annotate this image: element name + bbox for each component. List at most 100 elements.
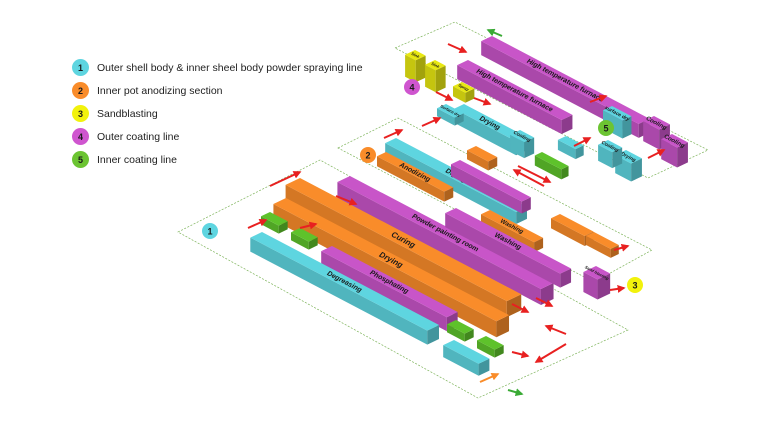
green-box-3-front-face — [447, 324, 465, 342]
anodizing-bar-front-face — [385, 143, 517, 224]
anodizing-orange-bar-front-face — [377, 156, 445, 202]
drying-4-bar-end-face — [631, 158, 642, 182]
flow-arrow-11 — [512, 169, 545, 187]
flow-arrow-4 — [335, 195, 358, 206]
sink-box-b-top-face — [425, 60, 446, 71]
legend-item-3: 3 Sandblasting — [72, 102, 372, 125]
green-box-1-end-face — [278, 221, 288, 234]
cooling-1-bar-end-face — [524, 137, 535, 159]
powder-room-bar-front-face — [337, 182, 541, 305]
washing-z2-bar-top-face — [481, 210, 544, 243]
sink-box-a: Sink — [405, 50, 426, 83]
flow-arrow-22 — [479, 372, 500, 383]
green-box-2 — [291, 228, 318, 250]
green-box-4-top-face — [477, 336, 504, 350]
drying-1-bar-top-face — [273, 198, 510, 322]
sink-box-b-end-face — [435, 65, 446, 93]
flow-arrow-19 — [511, 303, 530, 313]
purple-mid-z2 — [451, 160, 531, 214]
curing-bar-front-face — [285, 184, 507, 318]
cooling-3-bar-front-face — [661, 139, 678, 168]
sink-box-b: Sink — [425, 60, 446, 93]
sealing-bar-front-face — [551, 218, 585, 246]
flow-arrow-12 — [589, 94, 608, 103]
legend: 1 Outer shell body & inner sheel body po… — [72, 56, 372, 171]
phosphating-bar-top-face — [321, 246, 458, 318]
green-box-1-top-face — [261, 212, 288, 226]
green-box-2-end-face — [308, 237, 318, 250]
legend-label-3: Sandblasting — [97, 107, 158, 120]
orange-end-z2 — [585, 232, 619, 258]
sink-box-a-front-face — [405, 54, 416, 83]
green-stack-z4 — [534, 152, 569, 180]
flow-arrow-5 — [383, 128, 404, 139]
legend-label-2: Inner pot anodizing section — [97, 84, 223, 97]
orange-end-z2-top-face — [585, 232, 619, 249]
cyan-end-box-end-face — [478, 358, 490, 376]
green-box-2-front-face — [291, 232, 309, 250]
zone-badge-1-number: 1 — [207, 227, 212, 237]
cyan-small-z5-front-face — [557, 139, 576, 160]
cyan-small-z5-end-face — [575, 145, 584, 160]
orange-small-z2-front-face — [467, 150, 489, 171]
flow-arrow-16 — [534, 343, 567, 363]
legend-badge-5: 5 — [72, 151, 89, 168]
flow-arrow-9 — [473, 97, 492, 106]
zone-badge-1: 1 — [202, 223, 218, 239]
green-box-3 — [447, 320, 474, 342]
legend-item-5: 5 Inner coating line — [72, 148, 372, 171]
legend-label-1: Outer shell body & inner sheel body powd… — [97, 61, 363, 74]
flow-arrow-17 — [544, 324, 567, 335]
spray-box-top-face — [453, 82, 475, 93]
purple-mid-z2-top-face — [451, 160, 531, 202]
drying-3-bar-top-face — [454, 104, 526, 142]
zone-badge-3-number: 3 — [632, 281, 637, 291]
flow-arrow-20 — [609, 284, 626, 293]
zone-badge-2: 2 — [360, 147, 376, 163]
spray-box: Spray — [453, 82, 475, 103]
flow-arrow-21 — [613, 243, 630, 252]
green-stack-z4-top-face — [534, 152, 569, 170]
sink-box-b-front-face — [425, 64, 436, 93]
cooling-1-bar-top-face — [510, 130, 535, 143]
drying-1-bar-end-face — [496, 315, 510, 338]
spray-box-front-face — [453, 86, 466, 103]
flow-arrow-2 — [247, 218, 268, 229]
legend-badge-4: 4 — [72, 128, 89, 145]
surface-dry-small-bar-front-face — [437, 108, 455, 126]
legend-label-4: Outer coating line — [97, 130, 180, 143]
flow-arrow-23 — [507, 388, 524, 397]
zone-badge-4: 4 — [404, 79, 420, 95]
anodizing-orange-bar-end-face — [444, 187, 454, 202]
spray-box-end-face — [465, 88, 475, 103]
washing-bar-front-face — [445, 213, 561, 288]
degreasing-bar-end-face — [427, 325, 439, 345]
cyan-end-box-front-face — [443, 345, 479, 376]
green-stack-z4-end-face — [561, 165, 569, 180]
flow-arrow-8 — [447, 43, 468, 54]
cooling-2-bar-top-face — [643, 116, 670, 130]
washing-z2-bar-end-face — [534, 237, 544, 253]
zone-badge-2-number: 2 — [365, 151, 370, 161]
cooling-3-bar: Cooling — [661, 134, 688, 168]
orange-small-z2-end-face — [488, 157, 498, 171]
sandblast-box-top-face — [583, 266, 611, 280]
sandblast-box-end-face — [597, 273, 611, 300]
sealing-bar-top-face — [551, 214, 594, 236]
flow-arrow-1 — [269, 171, 302, 187]
degreasing-bar-top-face — [250, 232, 439, 331]
powder-room-bar-top-face — [337, 176, 554, 289]
green-box-4-front-face — [477, 340, 495, 358]
cooling-3-bar-end-face — [677, 142, 688, 168]
surface-dry-bar-top-face — [603, 106, 632, 121]
legend-badge-3: 3 — [72, 105, 89, 122]
green-box-3-top-face — [447, 320, 474, 334]
flow-arrow-13 — [573, 137, 592, 147]
legend-badge-2: 2 — [72, 82, 89, 99]
sink-box-a-label: Sink — [411, 51, 421, 60]
ht-furnace-2-bar-front-face — [457, 65, 562, 135]
ht-furnace-1-bar-front-face — [481, 41, 639, 138]
legend-label-5: Inner coating line — [97, 153, 177, 166]
degreasing-bar-front-face — [250, 237, 428, 345]
surface-dry-small-bar-end-face — [454, 113, 464, 126]
